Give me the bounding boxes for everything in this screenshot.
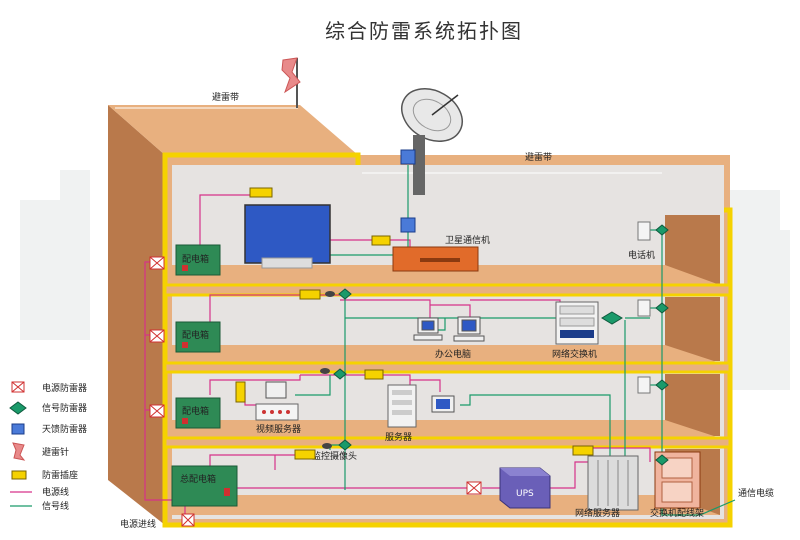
legend-power-surge: 电源防雷器 — [42, 382, 87, 394]
legend-lightning-rod: 避雷针 — [42, 446, 69, 458]
main-dist-box-label: 总配电箱 — [180, 473, 216, 485]
floor-slabs — [163, 265, 732, 515]
legend-antenna-feeder: 天馈防雷器 — [42, 423, 87, 435]
legend-signal-line: 信号线 — [42, 500, 69, 512]
surge-socket-icon — [235, 187, 594, 460]
ups-label: UPS — [516, 489, 534, 499]
power-inlet-label: 电源进线 — [120, 518, 156, 530]
satellite-communicator-icon — [392, 246, 479, 272]
roof-upper — [108, 105, 358, 155]
dist-box-1-label: 配电箱 — [182, 253, 209, 265]
comm-cable-label: 通信电缆 — [738, 487, 774, 499]
network-switch-icon — [555, 301, 599, 345]
camera-label: 监控摄像头 — [312, 450, 357, 462]
distribution-box-icon — [171, 244, 238, 507]
page-title: 综合防雷系统拓扑图 — [325, 19, 523, 43]
dist-box-2-label: 配电箱 — [182, 329, 209, 341]
lightning-strip-lines — [115, 107, 662, 174]
camera-icon — [320, 291, 335, 449]
left-wall — [108, 105, 165, 525]
video-server-icon — [255, 381, 299, 421]
office-pc-label: 办公电脑 — [435, 348, 471, 360]
power-surge-protector-icon — [149, 256, 482, 527]
telephone-icon — [637, 221, 651, 394]
office-pc-icon — [413, 316, 485, 342]
lightning-strip-top-label: 避雷带 — [212, 91, 239, 103]
satellite-dish-icon — [401, 88, 463, 195]
dist-box-3-label: 配电箱 — [182, 405, 209, 417]
antenna-feeder-protector-icon — [400, 149, 416, 233]
legend-surge-socket: 防雷插座 — [42, 469, 78, 481]
server-icon — [387, 384, 455, 428]
network-switch-label: 网络交换机 — [552, 348, 597, 360]
network-server-label: 网络服务器 — [575, 507, 620, 519]
legend-power-line: 电源线 — [42, 486, 69, 498]
lightning-strip-right-label: 避雷带 — [525, 151, 552, 163]
ups-icon — [499, 467, 551, 509]
lightning-rod-icon — [281, 57, 301, 108]
network-server-icon — [587, 455, 639, 511]
monitor-large-icon — [244, 204, 331, 269]
background-skyline — [20, 170, 790, 390]
telephone-label: 电话机 — [628, 249, 655, 261]
switch-frame-label: 交换机配线架 — [650, 507, 704, 519]
frame-outline — [162, 152, 733, 528]
legend-signal-surge: 信号防雷器 — [42, 402, 87, 414]
legend: 电源防雷器 信号防雷器 天馈防雷器 避雷针 防雷插座 电源线 信号线 — [9, 381, 87, 512]
server-label: 服务器 — [385, 431, 412, 443]
video-server-label: 视频服务器 — [256, 423, 301, 435]
signal-surge-protector-icon — [333, 224, 669, 466]
satellite-device-label: 卫星通信机 — [445, 234, 490, 246]
